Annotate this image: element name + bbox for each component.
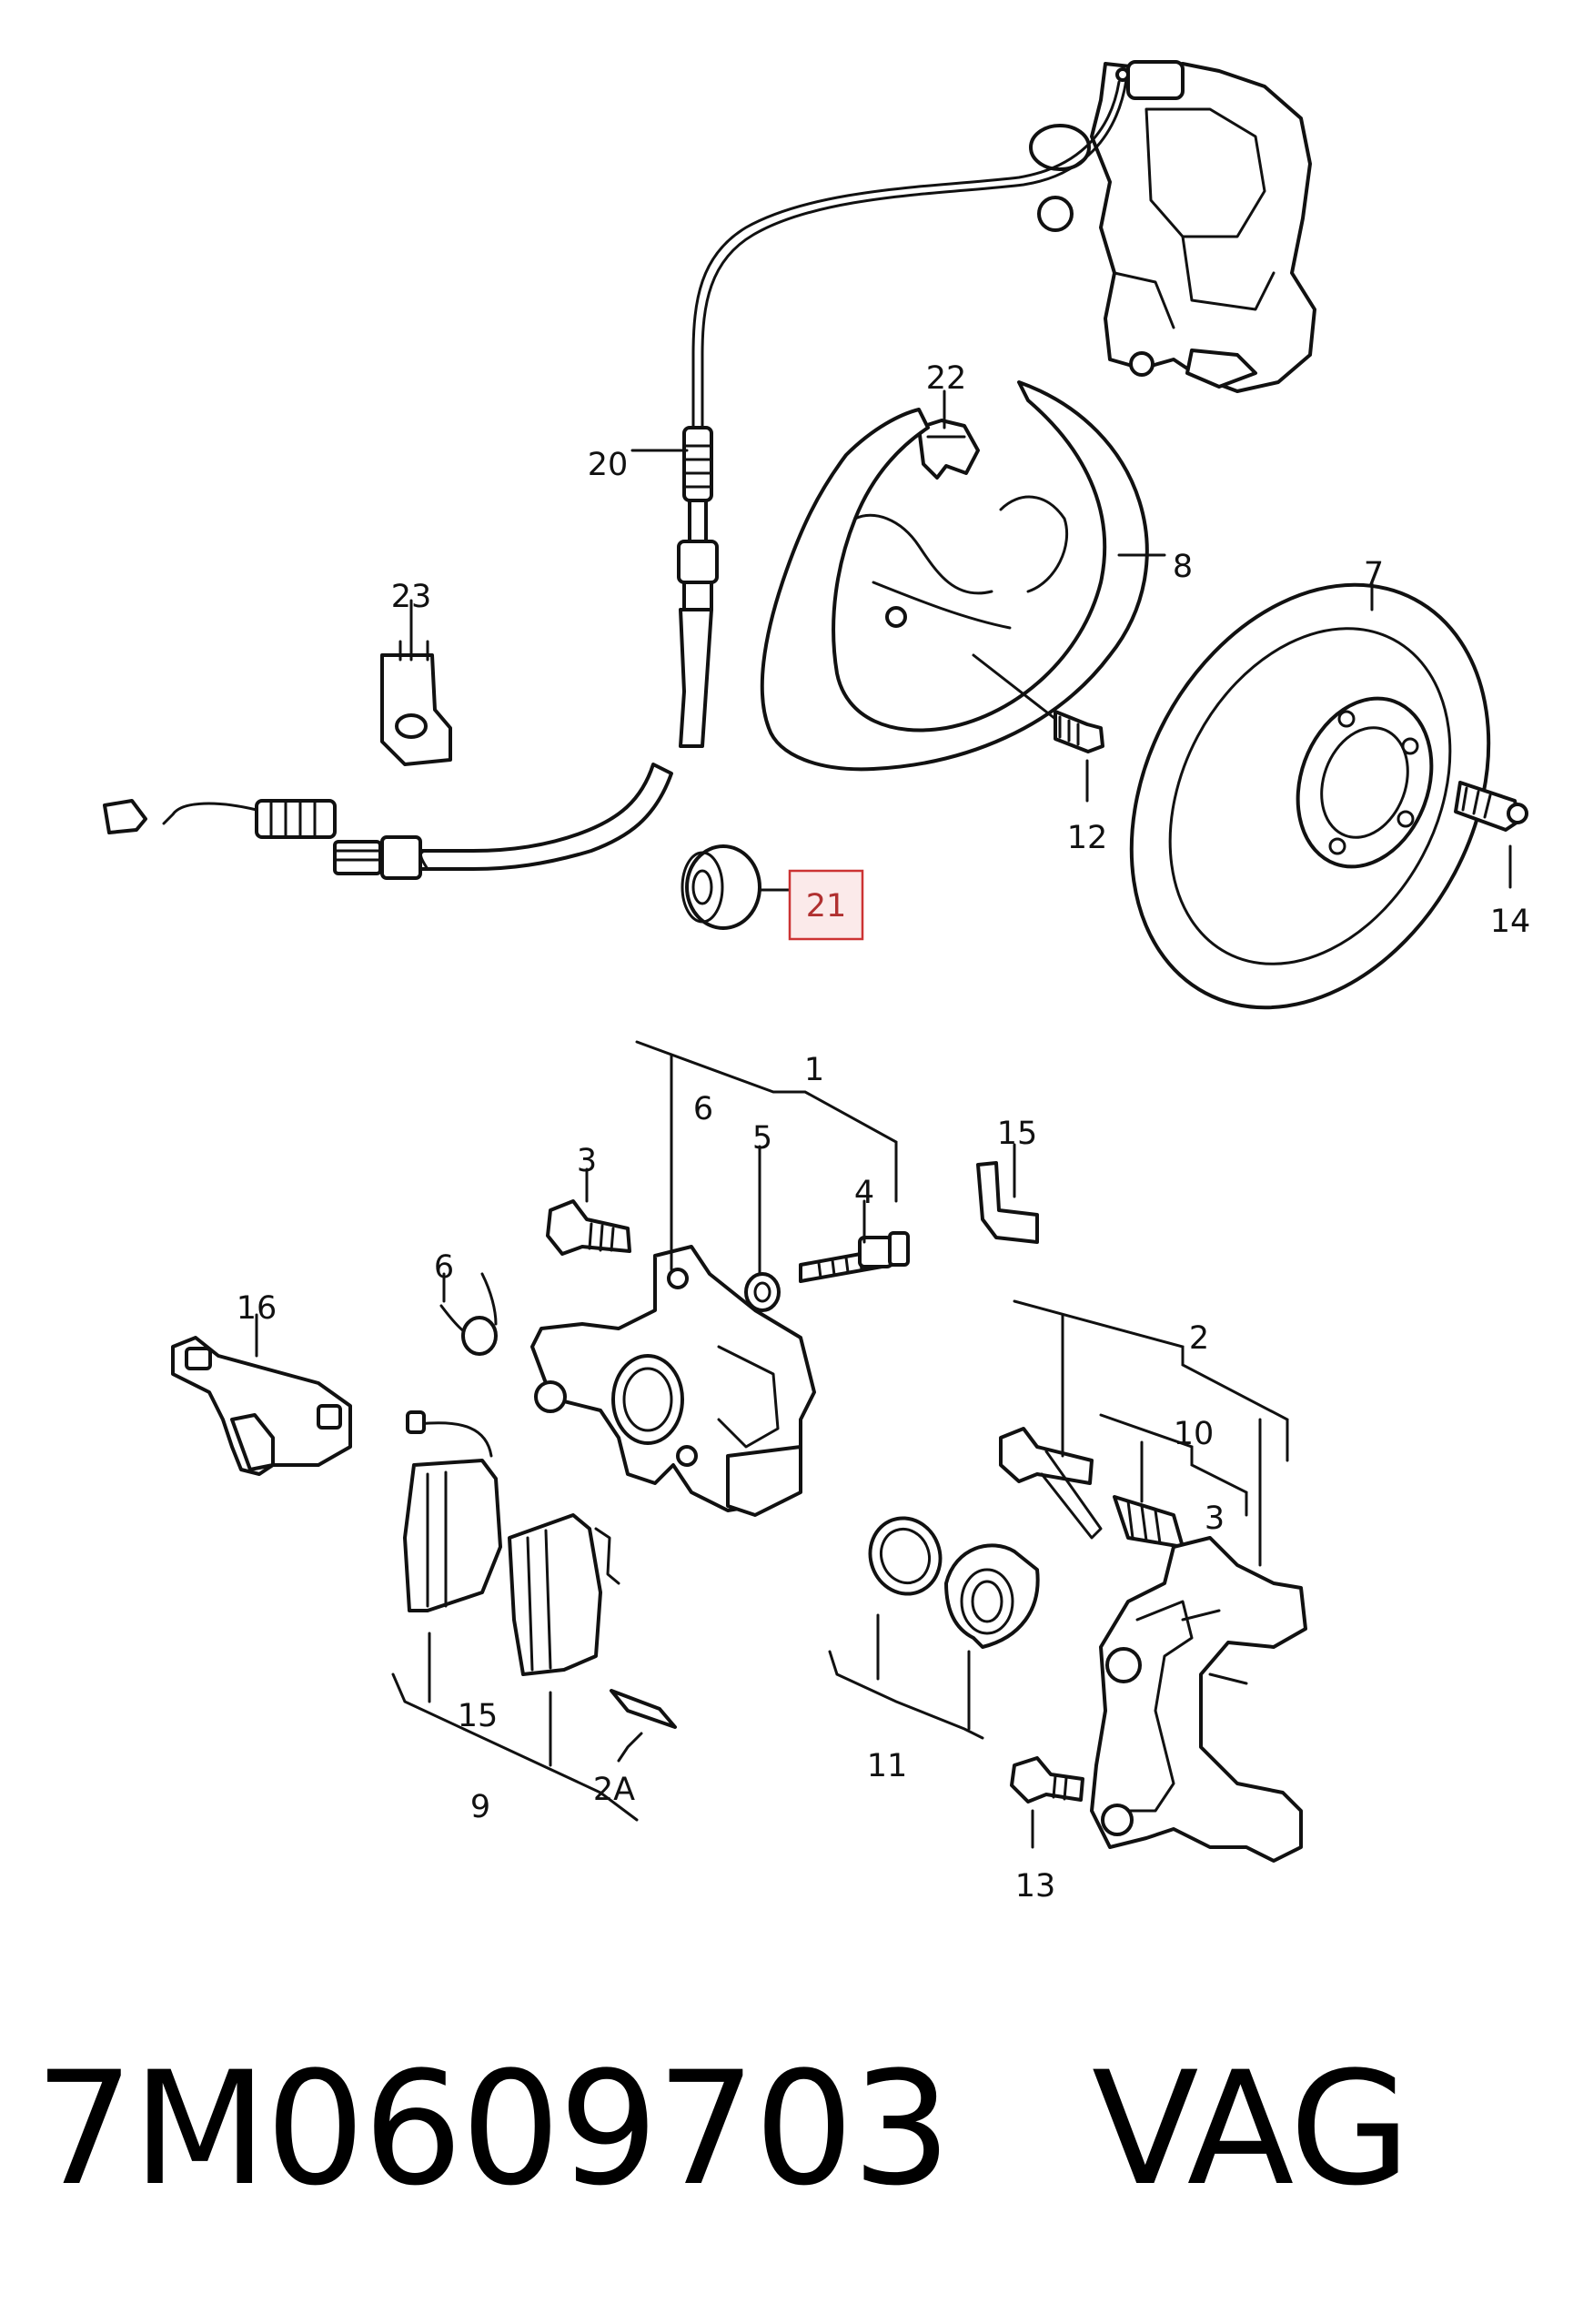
callout-number: 1 <box>804 1052 824 1088</box>
callout-label-1: 1 <box>804 1052 824 1088</box>
seal-ring-11-part <box>868 1516 943 1596</box>
callout-number: 14 <box>1490 904 1531 940</box>
callout-label-22: 22 <box>926 360 967 397</box>
callout-label-15: 15 <box>458 1698 499 1734</box>
callout-label-9: 9 <box>470 1789 490 1825</box>
callout-label-3: 3 <box>577 1143 597 1179</box>
callout-number: 15 <box>458 1698 499 1734</box>
highlight-box <box>788 869 864 941</box>
screw-14-part <box>1454 781 1528 832</box>
callout-number: 6 <box>434 1249 454 1286</box>
callout-label-5: 5 <box>752 1120 772 1157</box>
callout-number: 7 <box>1364 556 1384 592</box>
brake-pad-left-part <box>403 1410 502 1612</box>
brand-name: VAG <box>1092 2037 1411 2220</box>
callout-label-6: 6 <box>693 1091 713 1127</box>
clip-2a-part <box>610 1689 677 1729</box>
callout-number: 3 <box>577 1143 597 1179</box>
callout-number: 12 <box>1067 820 1108 856</box>
callout-label-7: 7 <box>1364 556 1384 592</box>
bolt-13-part <box>1010 1756 1084 1804</box>
callout-label-16: 16 <box>237 1290 277 1327</box>
callout-number: 21 <box>806 888 847 925</box>
leader-lines <box>255 389 1512 1849</box>
callout-number: 4 <box>854 1175 874 1211</box>
callout-number: 2 <box>1189 1320 1209 1357</box>
callout-label-14: 14 <box>1490 904 1531 940</box>
callout-number: 3 <box>1205 1500 1225 1537</box>
spring-6-part <box>439 1272 498 1356</box>
guide-sleeve-part <box>1113 1495 1185 1549</box>
callout-number: 23 <box>391 579 432 615</box>
rear-caliper-part <box>1029 60 1316 393</box>
callout-label-4: 4 <box>854 1175 874 1211</box>
brake-pad-right-part <box>508 1513 620 1676</box>
callout-label-3: 3 <box>1205 1500 1225 1537</box>
bolt-3-part <box>546 1199 631 1256</box>
callout-label-2a: 2A <box>593 1772 635 1808</box>
callout-label-2: 2 <box>1189 1320 1209 1357</box>
callout-number: 10 <box>1174 1416 1215 1452</box>
callout-label-15: 15 <box>997 1116 1038 1152</box>
clip-23-part <box>380 640 452 766</box>
callout-number: 2A <box>593 1772 635 1808</box>
callout-label-12: 12 <box>1067 820 1108 856</box>
guide-bolt-part <box>999 1427 1103 1540</box>
callout-number: 6 <box>693 1091 713 1127</box>
callout-label-20: 20 <box>588 447 629 483</box>
callout-label-11: 11 <box>867 1748 908 1784</box>
callout-label-21: 21 <box>788 869 864 941</box>
callout-label-6: 6 <box>434 1249 454 1286</box>
callout-label-8: 8 <box>1173 549 1193 585</box>
callout-number: 15 <box>997 1116 1038 1152</box>
callout-label-10: 10 <box>1174 1416 1215 1452</box>
handbrake-cable-part <box>103 67 1130 880</box>
bolt-12-part <box>972 653 1104 753</box>
callout-label-23: 23 <box>391 579 432 615</box>
clip-22-part <box>917 419 980 480</box>
caliper-housing-part <box>530 1245 816 1517</box>
brake-disc-part <box>1129 582 1491 1010</box>
callout-number: 11 <box>867 1748 908 1784</box>
callout-number: 13 <box>1015 1868 1056 1905</box>
clip-15-part <box>976 1161 1039 1244</box>
seal-5-part <box>744 1272 781 1312</box>
callout-number: 16 <box>237 1290 277 1327</box>
guide-pin-4-part <box>799 1231 910 1283</box>
callout-number: 22 <box>926 360 967 397</box>
caliper-carrier-part <box>1090 1536 1307 1863</box>
callout-number: 8 <box>1173 549 1193 585</box>
callout-number: 9 <box>470 1789 490 1825</box>
callout-label-13: 13 <box>1015 1868 1056 1905</box>
callout-number: 20 <box>588 447 629 483</box>
part-number: 7M0609703 <box>35 2037 952 2220</box>
piston-11-part <box>944 1543 1040 1649</box>
ring-21-part <box>681 844 761 930</box>
callout-number: 5 <box>752 1120 772 1157</box>
bracket-16-part <box>171 1336 352 1476</box>
